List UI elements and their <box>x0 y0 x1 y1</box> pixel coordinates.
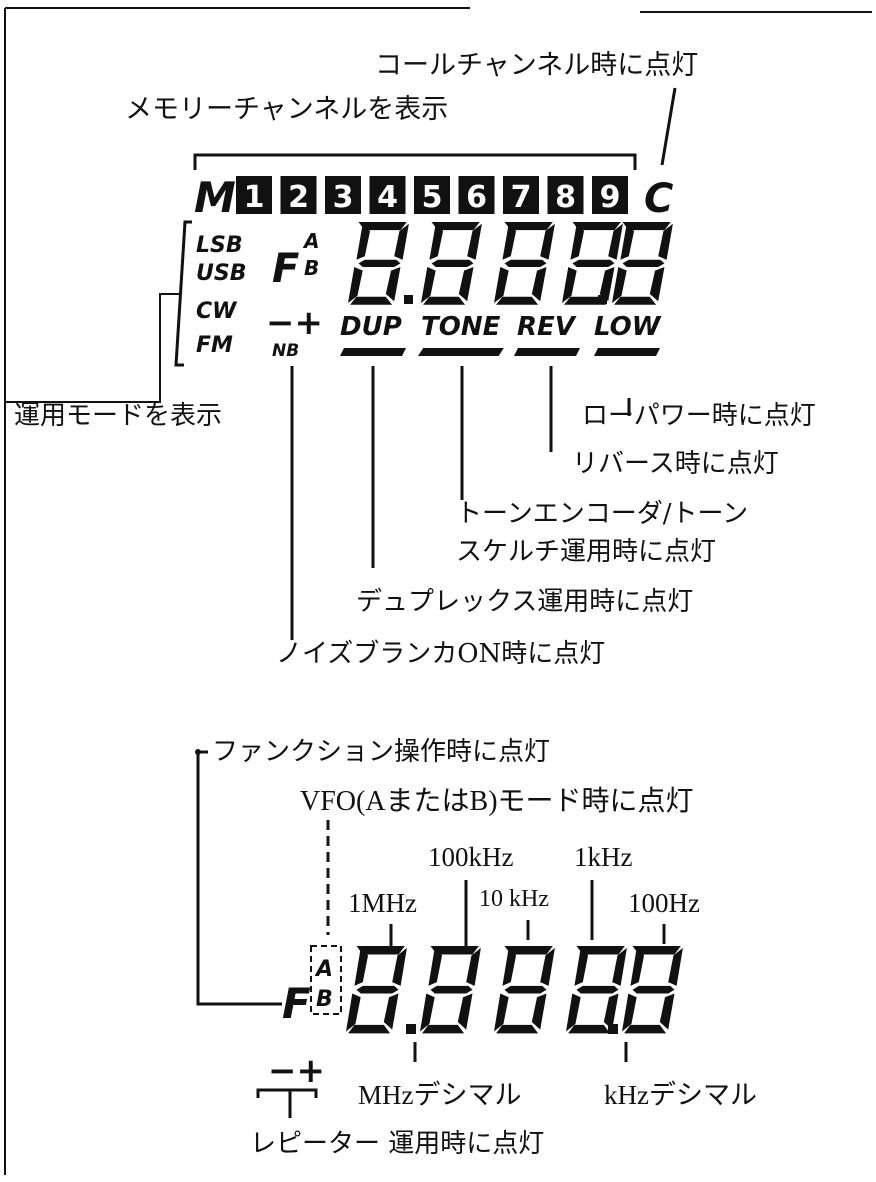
mode-bracket <box>174 220 192 367</box>
memory-box-5 <box>414 176 450 214</box>
memory-box-8 <box>547 176 584 214</box>
nb-label: NB <box>272 341 299 361</box>
label-1khz: 1kHz <box>574 842 632 872</box>
bottom-digit-2 <box>420 946 481 1034</box>
indicator-bar-tone <box>418 348 504 356</box>
repeater-annotation: レピーター 運用時に点灯 <box>250 1129 544 1159</box>
bottom-function-label: F <box>282 979 311 1028</box>
tone-annotation-line2: スケルチ運用時に点灯 <box>456 537 716 567</box>
shift-symbol: −+ <box>266 303 323 343</box>
noise-blanker-annotation: ノイズブランカON時に点灯 <box>276 639 605 669</box>
memory-box-6 <box>458 176 495 214</box>
memory-number-4: 4 <box>377 180 398 215</box>
call-channel-leader <box>660 87 677 166</box>
memory-number-7: 7 <box>511 180 532 215</box>
bottom-decimal-point-2 <box>608 1024 618 1034</box>
memory-box-9 <box>592 176 628 214</box>
function-leader-dot <box>195 749 201 755</box>
memory-bracket <box>193 153 637 170</box>
mode-fm: FM <box>196 333 233 358</box>
memory-number-1: 1 <box>244 180 265 215</box>
function-op-annotation: ファンクション操作時に点灯 <box>212 737 550 767</box>
reverse-annotation: リバース時に点灯 <box>572 449 779 479</box>
mode-lsb: LSB <box>196 233 243 258</box>
memory-label: M <box>194 173 236 222</box>
memory-number-2: 2 <box>288 180 309 215</box>
memory-number-3: 3 <box>333 180 354 215</box>
shift-bracket <box>256 1088 318 1098</box>
bottom-digits <box>346 946 683 1034</box>
function-label: F <box>272 246 299 292</box>
call-channel-annotation: コールチャンネル時に点灯 <box>375 50 698 81</box>
bottom-digit-5 <box>622 946 683 1034</box>
memory-number-9: 9 <box>600 180 621 215</box>
memory-number-8: 8 <box>555 180 576 215</box>
function-leader <box>196 750 282 1006</box>
bottom-shift-symbol: −+ <box>268 1051 325 1091</box>
bottom-vfo-a-label: A <box>314 957 333 982</box>
memory-box-4 <box>369 176 406 214</box>
indicator-bar-low <box>594 348 660 356</box>
memory-box-1 <box>236 176 272 214</box>
memory-box-3 <box>325 176 361 214</box>
label-1mhz: 1MHz <box>348 888 417 918</box>
indicator-bar-dup <box>340 348 406 356</box>
low-power-annotation: ローパワー時に点灯 <box>582 401 816 431</box>
vfo-mode-annotation: VFO(AまたはB)モード時に点灯 <box>300 785 694 817</box>
top-digit-2 <box>421 222 482 305</box>
bottom-vfo-b-label: B <box>316 987 333 1012</box>
indicator-low: LOW <box>594 312 662 342</box>
top-digits <box>348 222 673 305</box>
top-digit-5 <box>612 222 673 305</box>
label-10khz: 10 kHz <box>479 886 549 912</box>
mode-list: LSB USB CW FM <box>196 233 246 358</box>
label-100khz: 100kHz <box>428 842 513 872</box>
bottom-digit-4 <box>566 946 627 1034</box>
indicator-dup: DUP <box>340 312 402 342</box>
indicator-leaders <box>290 366 631 640</box>
mode-cw: CW <box>196 299 238 324</box>
top-digit-3 <box>494 222 555 305</box>
khz-decimal-annotation: kHzデシマル <box>604 1080 757 1110</box>
mhz-decimal-annotation: MHzデシマル <box>358 1080 522 1110</box>
op-mode-annotation: 運用モードを表示 <box>14 401 222 431</box>
call-label: C <box>644 176 673 222</box>
top-digit-1 <box>348 222 409 305</box>
top-digit-4 <box>562 222 623 305</box>
tone-annotation-line1: トーンエンコーダ/トーン <box>456 499 748 529</box>
indicator-bars <box>340 348 660 356</box>
indicator-bar-rev <box>514 348 580 356</box>
mode-usb: USB <box>196 261 246 286</box>
vfo-b-label: B <box>304 256 319 280</box>
memory-box-2 <box>280 176 317 214</box>
memory-number-6: 6 <box>466 180 487 215</box>
mode-leader <box>6 293 180 403</box>
digit-label-leaders <box>389 880 666 1062</box>
vfo-a-label: A <box>302 229 319 253</box>
top-decimal-point-1 <box>404 295 413 304</box>
top-decimal-point-2 <box>598 295 607 304</box>
memory-box-7 <box>503 176 539 214</box>
bottom-digit-3 <box>494 946 555 1034</box>
vfo-ab-box <box>310 945 342 1015</box>
bottom-digit-1 <box>346 946 407 1034</box>
memory-channel-annotation: メモリーチャンネルを表示 <box>125 94 448 125</box>
indicator-rev: REV <box>517 312 577 342</box>
bottom-decimal-point-1 <box>406 1024 416 1034</box>
memory-number-5: 5 <box>422 180 443 215</box>
indicator-tone: TONE <box>421 312 501 342</box>
duplex-annotation: デュプレックス運用時に点灯 <box>356 587 693 617</box>
label-100hz: 100Hz <box>628 888 700 918</box>
